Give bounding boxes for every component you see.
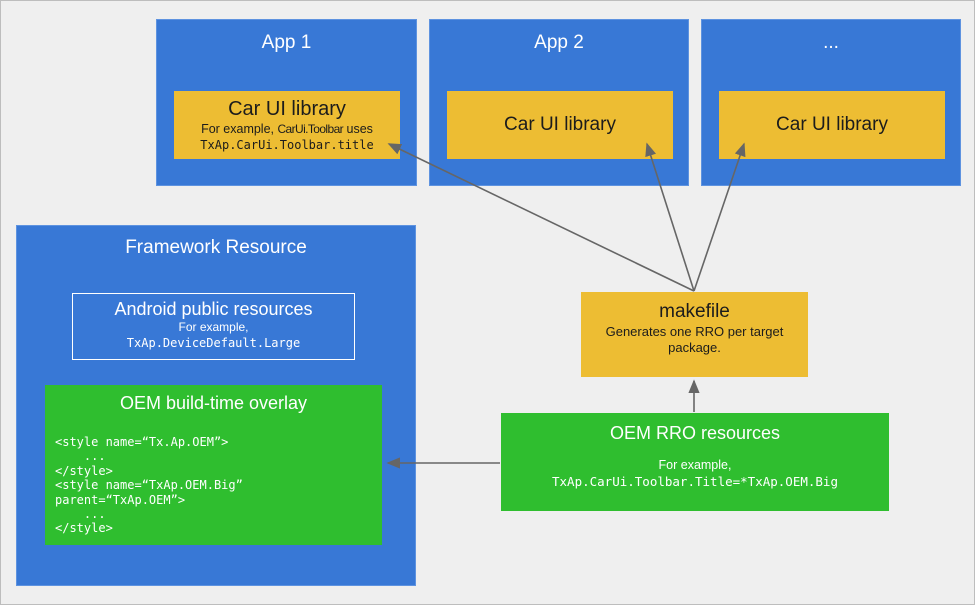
rro-example-label: For example, <box>658 458 732 472</box>
code-line: </style> <box>55 463 113 478</box>
app-ellipsis-library-title: Car UI library <box>776 114 888 135</box>
makefile-subtitle: Generates one RRO per target package. <box>605 324 784 355</box>
code-line: <style name=“Tx.Ap.OEM”> <box>55 435 229 449</box>
oem-rro-resources-box: OEM RRO resources For example, TxAp.CarU… <box>501 413 889 511</box>
oem-build-time-overlay-box: OEM build-time overlay <style name=“Tx.A… <box>45 385 382 545</box>
overlay-code-block: <style name=“Tx.Ap.OEM”> ... </style> <s… <box>55 435 243 536</box>
app2-library-title: Car UI library <box>504 114 616 135</box>
framework-resource-title: Framework Resource <box>125 237 307 258</box>
makefile-title: makefile <box>659 301 730 322</box>
framework-resource-box: Framework Resource Android public resour… <box>16 225 416 586</box>
code-line: parent=“TxAp.OEM”> <box>55 492 186 507</box>
app1-box: App 1 Car UI library For example, CarUi.… <box>156 19 417 186</box>
app-ellipsis-box: ... Car UI library <box>701 19 961 186</box>
android-public-resources-title: Android public resources <box>114 299 313 319</box>
app-ellipsis-title: ... <box>823 32 839 53</box>
app2-box: App 2 Car UI library <box>429 19 689 186</box>
example-code-inline: CarUi.Toolbar <box>277 122 344 136</box>
code-line: </style> <box>55 521 113 536</box>
app1-car-ui-library-box: Car UI library For example, CarUi.Toolba… <box>174 91 400 159</box>
code-line: ... <box>55 507 106 522</box>
code-line: <style name=“TxAp.OEM.Big” <box>55 478 243 493</box>
makefile-box: makefile Generates one RRO per target pa… <box>581 292 808 377</box>
public-resources-example-label: For example, <box>178 320 249 334</box>
app1-library-example-line: For example, CarUi.Toolbar uses <box>174 121 400 137</box>
app1-title: App 1 <box>261 32 312 53</box>
app2-car-ui-library-box: Car UI library <box>447 91 673 159</box>
oem-rro-resources-title: OEM RRO resources <box>609 423 781 443</box>
app2-title: App 2 <box>534 32 584 53</box>
app1-library-resource-name: TxAp.CarUi.Toolbar.title <box>200 138 374 152</box>
android-public-resources-box: Android public resources For example, Tx… <box>72 293 355 360</box>
app1-library-title: Car UI library <box>228 98 346 120</box>
oem-build-time-overlay-title: OEM build-time overlay <box>119 393 308 413</box>
code-line: ... <box>55 449 106 464</box>
example-prefix: For example, <box>201 122 278 136</box>
app-ellipsis-car-ui-library-box: Car UI library <box>719 91 945 159</box>
public-resources-example-code: TxAp.DeviceDefault.Large <box>126 336 301 350</box>
example-suffix: uses <box>343 122 373 136</box>
rro-example-code: TxAp.CarUi.Toolbar.Title=*TxAp.OEM.Big <box>552 474 838 489</box>
